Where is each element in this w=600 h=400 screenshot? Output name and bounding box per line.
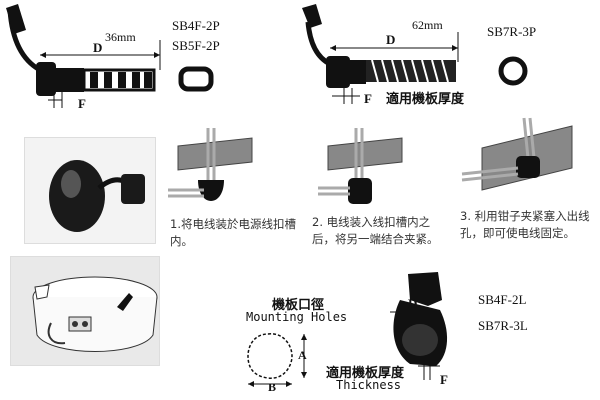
step-number: 3. <box>460 209 471 223</box>
dim-b-label: B <box>268 380 277 394</box>
dim-d-label: D <box>93 40 103 55</box>
step-description: 将电线装於电源线扣槽内。 <box>170 217 296 248</box>
model-label: SB5F-2P <box>172 38 220 53</box>
step-1-text: 1.将电线装於电源线扣槽内。 <box>170 216 310 250</box>
step-number: 2. <box>312 215 323 229</box>
model-label: SB7R-3P <box>487 24 537 39</box>
step-2-text: 2. 电线装入线扣槽内之后，将另一端结合夹紧。 <box>312 214 452 248</box>
mounting-hole-diagram <box>247 333 307 387</box>
bushing-l-drawing: D F <box>380 270 470 390</box>
bushing-small-illustration <box>6 4 161 108</box>
appliance-photo <box>10 256 160 366</box>
dim-d-label: D <box>408 296 418 311</box>
dim-d-label: D <box>386 32 396 47</box>
dim-f-label: F <box>78 96 86 111</box>
dim-a-label: A <box>298 348 307 362</box>
step-3-text: 3. 利用钳子夹紧塞入出线孔，即可使电线固定。 <box>460 208 590 242</box>
mounting-holes-title: 機板口徑 <box>272 298 325 313</box>
ring-icon <box>498 56 528 86</box>
oval-hole-shape <box>178 66 214 92</box>
model-label: SB4F-2P <box>172 18 220 33</box>
step-3-image <box>461 117 573 191</box>
thickness-title-en: Thickness <box>336 378 402 392</box>
dim-length-label: 36mm <box>105 30 136 44</box>
rounded-ring-icon <box>178 66 214 92</box>
step-description: 电线装入线扣槽内之后，将另一端结合夹紧。 <box>312 215 439 246</box>
step-3-illustration <box>461 117 580 208</box>
bushing-photo-image <box>49 160 145 232</box>
bushing-photo <box>24 137 156 244</box>
bushing-drawing-small: 36mm D F <box>0 0 175 120</box>
step-2-illustration <box>318 128 408 213</box>
thickness-title: 適用機板厚度 <box>326 366 405 381</box>
thickness-caption: 適用機板厚度 <box>386 92 465 107</box>
dim-f-label: F <box>440 372 448 387</box>
step-1-illustration <box>168 128 258 213</box>
mounting-holes-title-en: Mounting Holes <box>246 310 348 324</box>
step-description: 利用钳子夹紧塞入出线孔，即可使电线固定。 <box>460 209 590 240</box>
round-hole-shape <box>496 54 530 88</box>
model-label: SB4F-2L <box>478 292 527 307</box>
appliance-photo-image <box>32 276 158 352</box>
dim-length-label: 62mm <box>412 18 443 32</box>
dim-f-label: F <box>364 91 372 106</box>
step-number: 1. <box>170 217 181 231</box>
bushing-long-illustration <box>302 4 459 104</box>
bushing-drawing-long: 62mm D F <box>290 0 465 115</box>
step-2-image <box>318 128 403 204</box>
bushing-l-illustration <box>390 272 448 380</box>
model-label: SB7R-3L <box>478 318 528 333</box>
step-1-image <box>168 128 253 201</box>
mounting-hole-drawing: A B <box>244 326 324 396</box>
